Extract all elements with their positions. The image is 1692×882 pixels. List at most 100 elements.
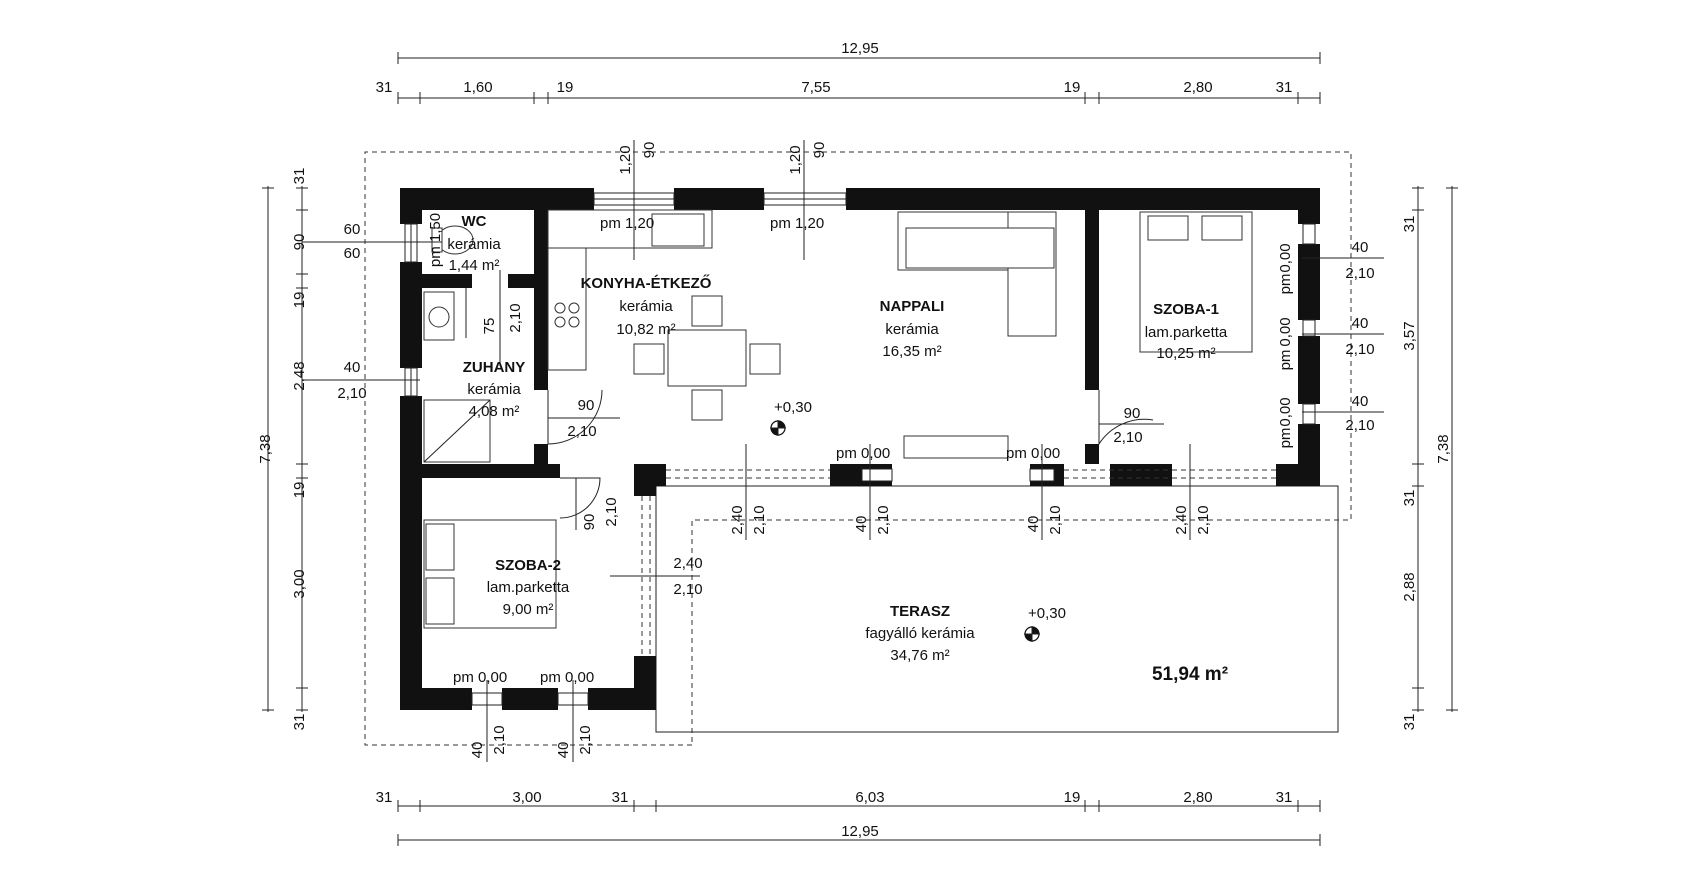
dim-right-3: 31 [1401, 490, 1418, 507]
win-s1a-pm2: pm [1277, 274, 1294, 295]
win-wc-h: 60 [344, 245, 361, 262]
dimension-lines [262, 52, 1458, 846]
room-konyha-area: 10,82 m² [616, 321, 675, 338]
level-interior-label: +0,30 [774, 399, 812, 416]
room-nappali: NAPPALI kerámia 16,35 m² [880, 298, 945, 360]
dim-top-4: 7,55 [801, 79, 830, 96]
dim-bottom-7: 31 [1276, 789, 1293, 806]
room-konyha-name: KONYHA-ÉTKEZŐ [581, 274, 712, 292]
dim-top-2: 1,60 [463, 79, 492, 96]
room-terasz: TERASZ fagyálló kerámia 34,76 m² [865, 603, 975, 664]
dim-right-1: 31 [1401, 216, 1418, 233]
dim-right-5: 31 [1401, 714, 1418, 731]
room-wc-name: WC [462, 213, 487, 230]
dim-top-1: 31 [376, 79, 393, 96]
szoba2-notes: 90 2,10 2,40 2,10 pm 0,00 pm 0,00 40 2,1… [453, 478, 703, 762]
door-t4-h: 2,10 [1195, 505, 1212, 534]
room-szoba2: SZOBA-2 lam.parketta 9,00 m² [487, 557, 570, 618]
win-bath-h210b: 2,10 [507, 303, 524, 332]
dim-left-6: 3,00 [291, 569, 308, 598]
dim-left-3: 19 [291, 292, 308, 309]
dim-left-total: 7,38 [257, 434, 274, 463]
left-dimension-texts: 31 90 19 2,48 19 3,00 31 7,38 [257, 168, 308, 731]
room-zuhany: ZUHANY kerámia 4,08 m² [463, 359, 526, 420]
furniture [423, 209, 1253, 629]
win-bath-h: 2,10 [337, 385, 366, 402]
dim-top-5: 19 [1064, 79, 1081, 96]
room-szoba2-name: SZOBA-2 [495, 557, 561, 574]
room-konyha-floor: kerámia [619, 298, 673, 315]
dim-right-4: 2,88 [1401, 572, 1418, 601]
right-dimension-texts: 31 3,57 31 2,88 31 7,38 [1401, 216, 1452, 731]
door-swings [465, 288, 1154, 519]
dim-left-7: 31 [291, 714, 308, 731]
win-kitchen-pm: pm 1,20 [600, 215, 654, 232]
win-living-w: 1,20 [787, 145, 804, 174]
level-marker-interior: +0,30 [770, 399, 812, 436]
szoba1-window-notes: 40 2,10 40 2,10 40 2,10 0,00 pm 0,00 pm … [1277, 239, 1384, 448]
terrace-doors [641, 469, 1276, 656]
dim-right-total: 7,38 [1435, 434, 1452, 463]
win-s1b-w: 40 [1352, 315, 1369, 332]
room-szoba1-floor: lam.parketta [1145, 324, 1228, 341]
door-t1-w: 2,40 [729, 505, 746, 534]
win-kitchen-w: 1,20 [617, 145, 634, 174]
terrace-outline [655, 485, 1339, 733]
room-zuhany-floor: kerámia [467, 381, 521, 398]
dim-left-5: 19 [291, 482, 308, 499]
dim-top-6: 2,80 [1183, 79, 1212, 96]
dim-bottom-4: 6,03 [855, 789, 884, 806]
dim-bottom-3: 31 [612, 789, 629, 806]
room-wc-area: 1,44 m² [449, 257, 500, 274]
dim-top-total-label: 12,95 [841, 40, 879, 57]
room-nappali-area: 16,35 m² [882, 343, 941, 360]
dim-bottom-total: 12,95 [841, 823, 879, 840]
win-bath-w: 40 [344, 359, 361, 376]
door-s2b-h: 2,10 [673, 581, 702, 598]
room-zuhany-name: ZUHANY [463, 359, 526, 376]
room-szoba1-name: SZOBA-1 [1153, 301, 1219, 318]
door-szoba1-w: 90 [1124, 405, 1141, 422]
walls [400, 188, 1320, 710]
door-s2-w: 90 [581, 514, 598, 531]
win-s1b-pm2: pm [1277, 350, 1294, 371]
dim-right-2: 3,57 [1401, 321, 1418, 350]
win-s1c-pm: 0,00 [1277, 397, 1294, 426]
win-s1b-pm: 0,00 [1277, 317, 1294, 346]
door-kitchen-w: 90 [578, 397, 595, 414]
room-terasz-floor: fagyálló kerámia [865, 625, 975, 642]
room-terasz-name: TERASZ [890, 603, 950, 620]
win-s1a-pm: 0,00 [1277, 243, 1294, 272]
room-zuhany-area: 4,08 m² [469, 403, 520, 420]
door-t2-pm: pm 0,00 [1006, 445, 1060, 462]
door-t1-pm: pm 0,00 [836, 445, 890, 462]
dim-left-1: 31 [291, 168, 308, 185]
win-wc-w: 60 [344, 221, 361, 238]
win-s1c-h: 2,10 [1345, 417, 1374, 434]
terrace-door-notes: pm 0,00 pm 0,00 2,40 2,10 40 2,10 40 2,1… [729, 444, 1212, 540]
dim-top-7: 31 [1276, 79, 1293, 96]
win-living-h: 90 [811, 142, 828, 159]
total-area: 51,94 m² [1152, 664, 1228, 685]
room-wc: WC kerámia 1,44 m² [447, 213, 501, 274]
level-terrace-label: +0,30 [1028, 605, 1066, 622]
door-s2-h: 2,10 [603, 497, 620, 526]
win-s1a-w: 40 [1352, 239, 1369, 256]
room-szoba1: SZOBA-1 lam.parketta 10,25 m² [1145, 301, 1228, 362]
room-terasz-area: 34,76 m² [890, 647, 949, 664]
level-marker-terrace: +0,30 [1024, 605, 1066, 642]
win-wc-pm: pm 1,50 [427, 213, 444, 267]
room-nappali-floor: kerámia [885, 321, 939, 338]
roof-outline [364, 151, 1352, 746]
opening-notes: 1,20 90 pm 1,20 1,20 90 pm 1,20 60 60 pm… [302, 140, 1384, 762]
door-kitchen-h: 2,10 [567, 423, 596, 440]
dim-top-3: 19 [557, 79, 574, 96]
win-s2a-h: 2,10 [491, 725, 508, 754]
room-wc-floor: kerámia [447, 236, 501, 253]
door-t3-h: 2,10 [1047, 505, 1064, 534]
win-s1b-h: 2,10 [1345, 341, 1374, 358]
win-s2a-pm: pm 0,00 [453, 669, 507, 686]
dim-left-4: 2,48 [291, 361, 308, 390]
door-s2b-w: 2,40 [673, 555, 702, 572]
